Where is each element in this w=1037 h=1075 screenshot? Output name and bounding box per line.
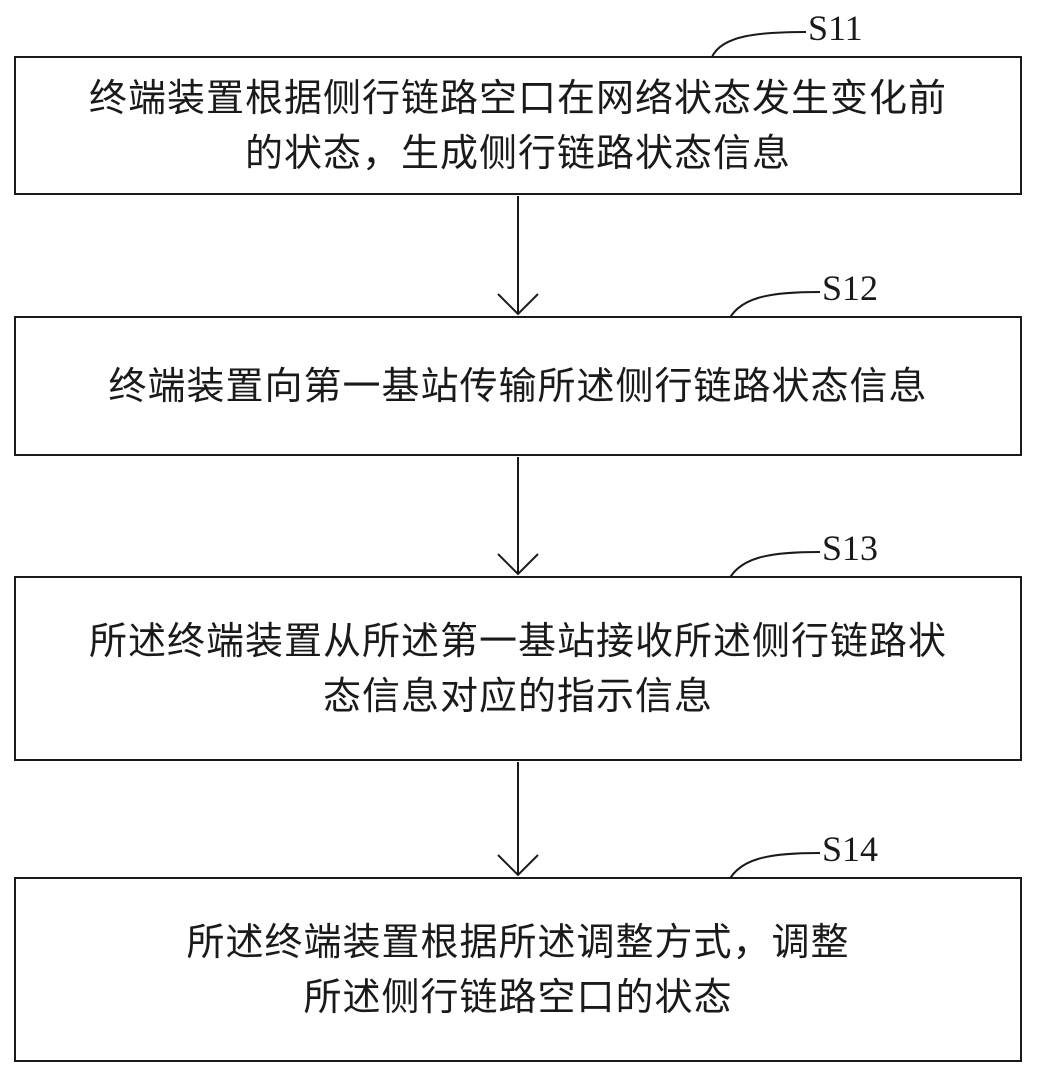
step-box-s14: 所述终端装置根据所述调整方式，调整 所述侧行链路空口的状态: [14, 877, 1022, 1062]
arrow-s11-to-s12: [497, 196, 539, 316]
step-text-s12: 终端装置向第一基站传输所述侧行链路状态信息: [108, 363, 928, 408]
step-box-s11: 终端装置根据侧行链路空口在网络状态发生变化前 的状态，生成侧行链路状态信息: [14, 56, 1022, 195]
step-box-s13: 所述终端装置从所述第一基站接收所述侧行链路状 态信息对应的指示信息: [14, 576, 1022, 761]
step-label-s12: S12: [822, 268, 879, 308]
arrow-s13-to-s14: [497, 762, 539, 877]
step-box-s12: 终端装置向第一基站传输所述侧行链路状态信息: [14, 316, 1022, 456]
arrow-s12-to-s13: [497, 457, 539, 576]
step-text-s13: 所述终端装置从所述第一基站接收所述侧行链路状 态信息对应的指示信息: [88, 618, 947, 718]
step-label-s13: S13: [822, 528, 879, 568]
step-label-s14: S14: [822, 829, 879, 869]
label-leader-s11: [711, 31, 807, 58]
step-text-s14: 所述终端装置根据所述调整方式，调整 所述侧行链路空口的状态: [186, 919, 850, 1019]
step-label-s11: S11: [808, 8, 863, 48]
step-text-s11: 终端装置根据侧行链路空口在网络状态发生变化前 的状态，生成侧行链路状态信息: [88, 75, 947, 175]
